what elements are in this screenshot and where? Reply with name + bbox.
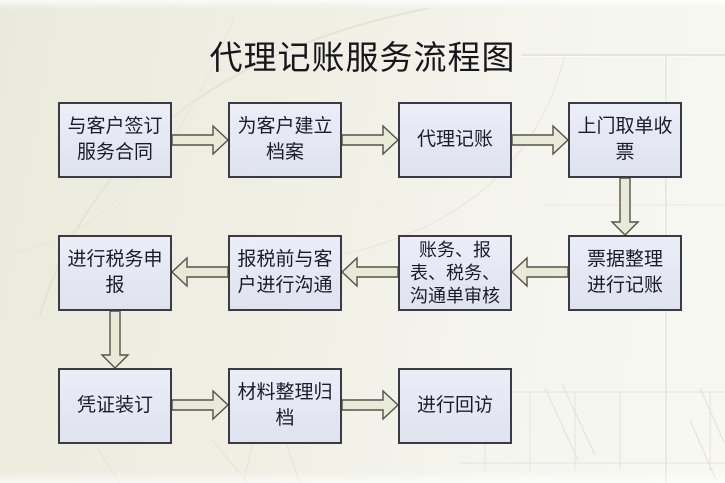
flow-node-follow-up: 进行回访 <box>398 368 512 444</box>
flow-node-voucher-binding: 凭证装订 <box>58 368 172 444</box>
arrow-tax-filing-to-voucher-binding <box>100 310 130 369</box>
arrow-review-to-communicate <box>340 256 399 288</box>
flow-node-collect-receipts: 上门取单收 票 <box>568 102 682 178</box>
arrow-create-file-to-bookkeeping <box>341 124 400 156</box>
flow-node-create-file: 为客户建立 档案 <box>228 102 342 178</box>
arrow-sign-contract-to-create-file <box>171 124 230 156</box>
arrow-bookkeeping-to-collect-receipts <box>511 124 570 156</box>
flow-node-sign-contract: 与客户签订 服务合同 <box>58 102 172 178</box>
arrow-organize-bills-to-review <box>510 256 569 288</box>
flow-node-organize-bills: 票据整理 进行记账 <box>568 235 682 311</box>
arc-decoration <box>339 54 566 256</box>
flow-node-review: 账务、报 表、税务、 沟通单审核 <box>398 235 512 311</box>
arrow-collect-receipts-to-organize-bills <box>610 177 640 236</box>
arrow-voucher-binding-to-archive <box>171 389 230 421</box>
arc-decoration <box>0 14 236 256</box>
arrow-archive-to-follow-up <box>341 389 400 421</box>
flow-node-bookkeeping: 代理记账 <box>398 102 512 178</box>
page-title: 代理记账服务流程图 <box>209 41 516 77</box>
flow-node-communicate: 报税前与客 户进行沟通 <box>228 235 342 311</box>
arrow-communicate-to-tax-filing <box>170 256 229 288</box>
diagonal-decoration <box>94 383 725 483</box>
flow-node-tax-filing: 进行税务申 报 <box>58 235 172 311</box>
flow-node-archive: 材料整理归 档 <box>228 368 342 444</box>
